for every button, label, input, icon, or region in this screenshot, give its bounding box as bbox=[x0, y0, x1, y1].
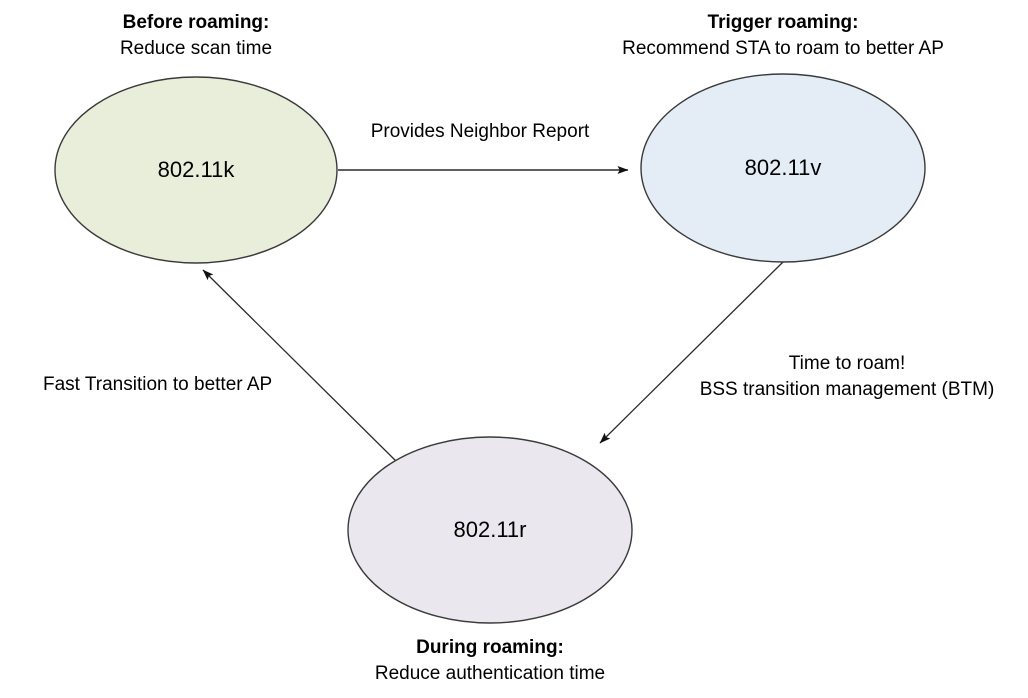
edge-line-v-to-r bbox=[599, 261, 784, 444]
node-label-dot11v: 802.11v bbox=[745, 155, 822, 180]
edge-label-r-to-k: Fast Transition to better AP bbox=[43, 374, 272, 395]
node-dot11v[interactable]: 802.11v Trigger roaming: Recommend STA t… bbox=[622, 12, 944, 263]
edge-r-to-k: Fast Transition to better AP bbox=[43, 269, 401, 466]
node-ellipse-dot11k[interactable] bbox=[54, 76, 338, 264]
edge-line-r-to-k bbox=[202, 269, 401, 466]
edge-label-v-to-r-line2: BSS transition management (BTM) bbox=[700, 379, 995, 400]
node-caption-sub-dot11v: Recommend STA to roam to better AP bbox=[622, 38, 944, 59]
node-ellipse-dot11v[interactable] bbox=[640, 73, 926, 263]
node-caption-title-dot11r: During roaming: bbox=[416, 637, 564, 658]
node-dot11r[interactable]: 802.11r During roaming: Reduce authentic… bbox=[347, 436, 633, 684]
node-caption-sub-dot11k: Reduce scan time bbox=[120, 38, 272, 59]
node-label-dot11k: 802.11k bbox=[158, 157, 236, 182]
node-caption-sub-dot11r: Reduce authentication time bbox=[375, 663, 605, 684]
node-caption-title-dot11k: Before roaming: bbox=[123, 12, 270, 33]
node-ellipse-dot11r[interactable] bbox=[347, 436, 633, 624]
node-caption-title-dot11v: Trigger roaming: bbox=[708, 12, 859, 33]
edge-label-k-to-v: Provides Neighbor Report bbox=[371, 121, 590, 142]
edge-label-v-to-r-line1: Time to roam! bbox=[789, 353, 906, 374]
node-label-dot11r: 802.11r bbox=[454, 517, 527, 542]
edge-v-to-r: Time to roam! BSS transition management … bbox=[599, 261, 995, 444]
edge-k-to-v: Provides Neighbor Report bbox=[338, 121, 629, 174]
node-dot11k[interactable]: 802.11k Before roaming: Reduce scan time bbox=[54, 12, 338, 264]
